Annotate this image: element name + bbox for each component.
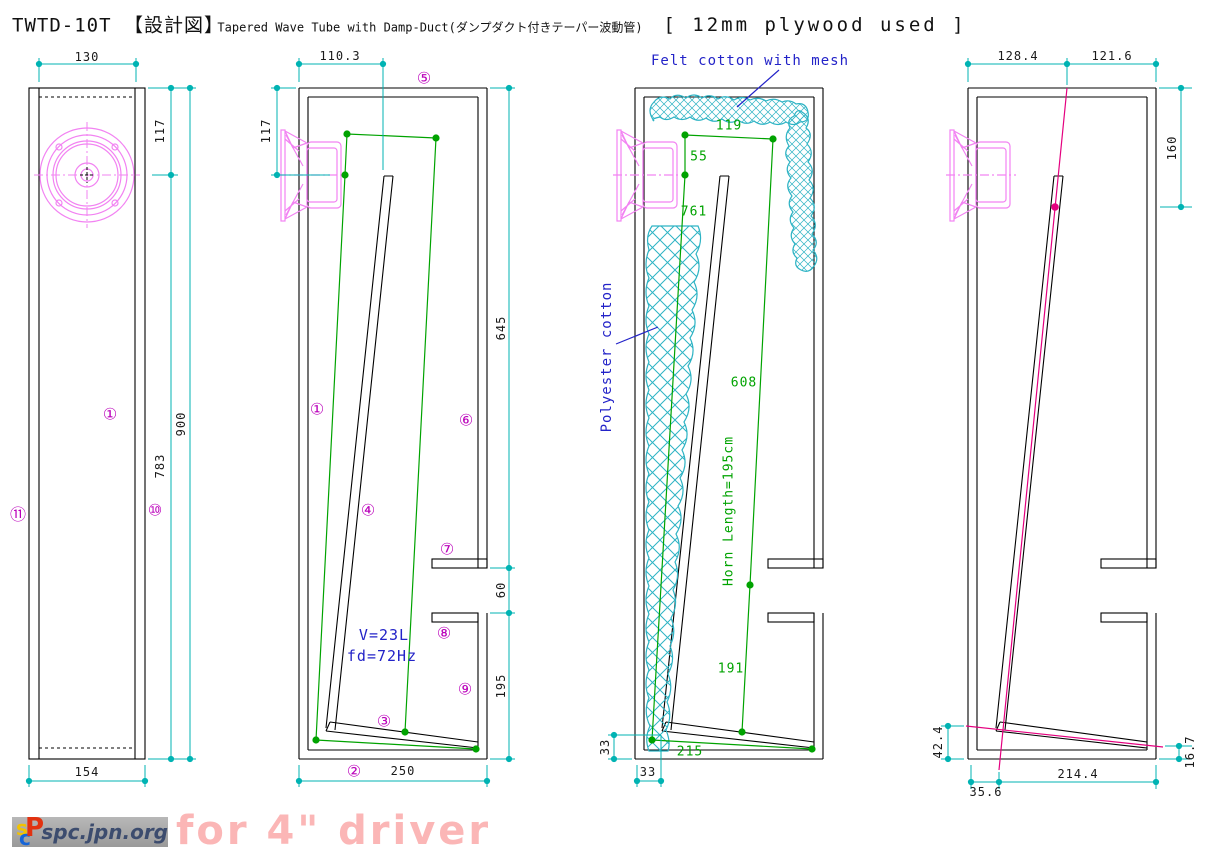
dim-geo-bottom: 214.4 [1057, 767, 1099, 781]
construction-lines [965, 87, 1164, 771]
dim-front-bottom-width: 154 [74, 765, 100, 779]
logo-letter-s: s [16, 816, 28, 840]
annotation-leaders [615, 69, 780, 345]
damping-view [608, 69, 824, 787]
material-note: [ 12mm plywood used ] [663, 14, 967, 36]
part-label-4: ④ [360, 500, 376, 520]
logo-icon: s c P [12, 813, 44, 850]
part-label-5: ⑤ [416, 68, 432, 88]
horn-length-note: Horn Length=195cm [721, 435, 737, 587]
dim-front-inner-height: 783 [153, 453, 167, 479]
front-dim-lines [25, 58, 196, 787]
part-label-8: ⑧ [436, 623, 452, 643]
section-view [271, 58, 515, 787]
dim-front-total-height: 900 [174, 411, 188, 437]
part-label-2: ② [346, 761, 362, 781]
dim-geo-left-bottom-v: 42.4 [931, 725, 945, 759]
section-dim-lines [271, 58, 515, 787]
site-logo[interactable]: s c P spc.jpn.org [12, 813, 168, 850]
dim-geo-left-top: 128.4 [997, 49, 1039, 63]
spec-tuning: fd=72Hz [346, 647, 418, 665]
part-label-3: ③ [376, 711, 392, 731]
driver-size-caption: for 4" driver [176, 808, 492, 850]
part-label-1: ① [102, 404, 118, 424]
dim-horn-top: 119 [715, 118, 743, 134]
spec-volume: V=23L [358, 626, 410, 644]
dim-section-bottom-width: 250 [390, 764, 416, 778]
dim-front-top-width: 130 [74, 50, 100, 64]
dim-section-duct-gap: 60 [494, 581, 508, 599]
dim-duct-vert33: 33 [598, 738, 612, 756]
geometry-dim-lines [941, 58, 1192, 789]
wave-path-dims [648, 131, 816, 753]
part-label-9: ⑨ [457, 679, 473, 699]
dim-section-lower-right: 195 [494, 673, 508, 699]
sheet-subtitle: Tapered Wave Tube with Damp-Duct(ダンプダクト付… [217, 20, 643, 35]
polyester-annotation: Polyester cotton [599, 281, 615, 433]
dim-horn-bottom-run: 215 [676, 744, 704, 760]
dim-horn-right-run: 608 [730, 375, 758, 391]
felt-cotton [649, 94, 818, 272]
dim-horn-throat: 55 [690, 149, 708, 165]
logo-url: spc.jpn.org [41, 820, 168, 844]
dim-geo-right-upper: 160 [1165, 135, 1179, 161]
felt-annotation: Felt cotton with mesh [650, 53, 850, 69]
dim-geo-right-top: 121.6 [1091, 49, 1133, 63]
part-label-7: ⑦ [439, 539, 455, 559]
part-label-11: ⑪ [9, 505, 27, 524]
part-label-1b: ① [309, 399, 325, 419]
dim-section-top-width: 110.3 [319, 49, 361, 63]
logo-letter-c: c [19, 826, 31, 850]
polyester-cotton [645, 225, 702, 752]
dim-geo-right-bottom-v: 16.7 [1183, 735, 1197, 769]
damping-dim-lines [608, 731, 665, 787]
sheet-title: TWTD-10T 【設計図】 [12, 14, 224, 37]
dim-geo-left-bottom-h: 35.6 [969, 785, 1003, 799]
front-view [25, 58, 196, 787]
geometry-view [941, 58, 1192, 789]
dim-section-upper-right: 645 [494, 315, 508, 341]
dim-section-driver-offset: 117 [259, 118, 273, 144]
driver-front [34, 122, 140, 228]
part-label-10: ⑩ [147, 500, 163, 520]
part-label-6: ⑥ [458, 410, 474, 430]
wave-path [312, 130, 480, 753]
dim-horn-lower-run: 191 [717, 661, 745, 677]
dim-front-driver-offset: 117 [153, 118, 167, 144]
dim-horn-left-run: 761 [680, 204, 708, 220]
dim-duct-horiz33: 33 [639, 765, 657, 779]
logo-letter-p: P [25, 813, 45, 843]
